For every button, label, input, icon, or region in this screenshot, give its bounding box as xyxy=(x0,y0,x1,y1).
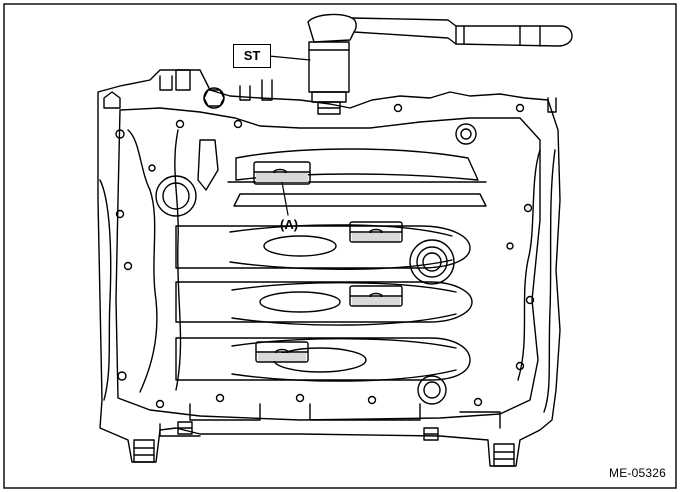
st-leader-line xyxy=(268,55,311,61)
a-leader-line xyxy=(281,181,289,216)
ratchet-handle xyxy=(307,13,573,47)
part-a-callout: (A) xyxy=(280,217,299,232)
special-tool-callout: ST xyxy=(233,44,271,68)
pan-bolt-right xyxy=(423,427,439,441)
left-bore xyxy=(155,175,197,217)
figure-frame xyxy=(3,3,677,489)
journal-bay-3 xyxy=(175,281,473,326)
top-left-boss xyxy=(203,87,225,109)
inner-web-outline xyxy=(115,107,541,421)
crankcase-outline xyxy=(97,69,561,467)
journal-bay-2 xyxy=(175,224,471,270)
top-right-boss xyxy=(455,123,477,145)
foot-bolt-left xyxy=(133,439,155,463)
right-bore xyxy=(409,239,455,285)
bolt-holes xyxy=(115,103,535,409)
lower-right-bore xyxy=(417,375,447,405)
foot-bolt-right xyxy=(493,443,515,467)
left-passage xyxy=(127,129,158,393)
figure-id: ME-05326 xyxy=(609,466,666,480)
special-tool-socket xyxy=(308,41,350,115)
pan-bolt-left xyxy=(177,421,193,435)
con-rod-4 xyxy=(255,341,309,363)
journal-bay-4 xyxy=(175,337,471,382)
